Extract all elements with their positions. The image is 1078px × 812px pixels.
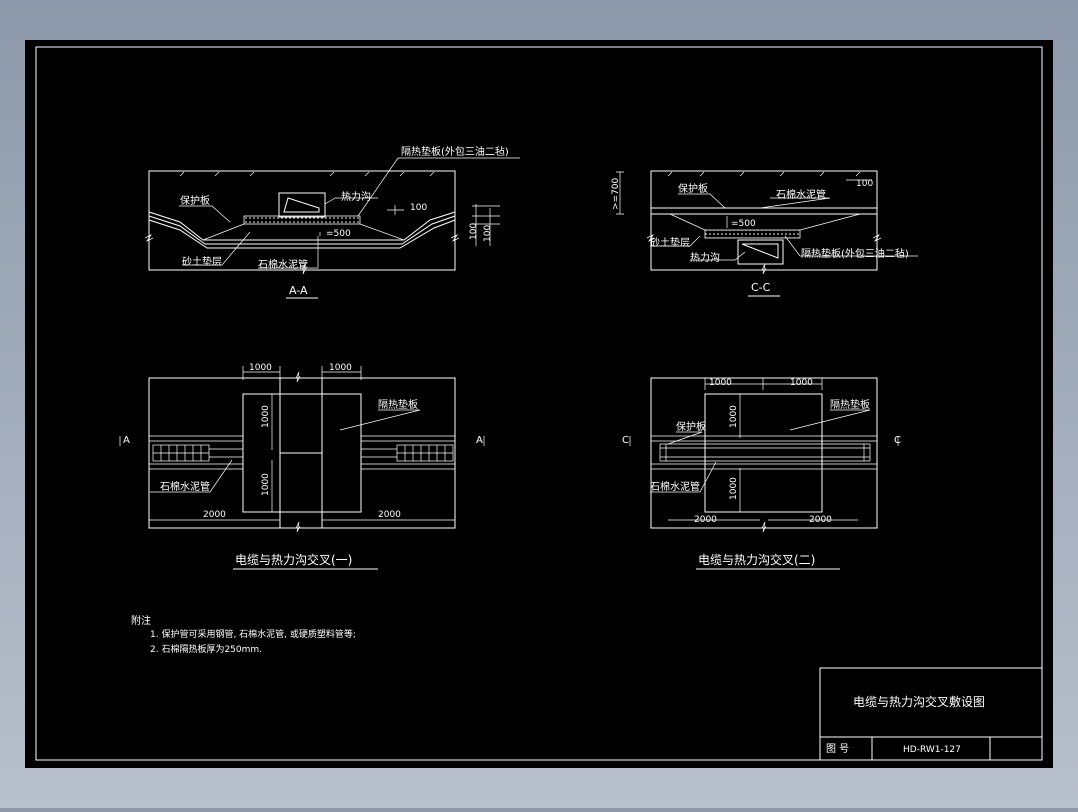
plan-one-dim-top-left: 1000	[249, 363, 272, 373]
notes-line-1: 1. 保护管可采用钢管, 石棉水泥管, 或硬质塑料管等;	[150, 628, 356, 640]
title-cc: C-C	[751, 281, 771, 294]
section-cc: >=700 保护板 石棉水泥管 100 =500 砂土垫层 热力沟 隔热垫板(外…	[611, 170, 918, 297]
dim-100-v2-aa: 100	[483, 225, 493, 242]
title-block-title: 电缆与热力沟交叉敷设图	[853, 694, 985, 709]
insulation-board-aa	[243, 215, 361, 225]
label-protect-board-cc: 保护板	[678, 182, 708, 195]
dim-100-aa: 100	[410, 203, 427, 213]
heat-trench-cc	[737, 239, 784, 265]
label-heat-trench-aa: 热力沟	[341, 190, 371, 203]
label-insulation-aa: 隔热垫板(外包三油二毡)	[401, 145, 509, 158]
plan-two-dim-v-upper: 1000	[729, 405, 739, 428]
dim-500-aa: =500	[326, 229, 351, 239]
label-pipe-cc: 石棉水泥管	[776, 188, 826, 201]
label-heat-trench-cc: 热力沟	[690, 251, 720, 264]
plan-one-label-insulation: 隔热垫板	[378, 398, 418, 411]
title-aa: A-A	[289, 284, 308, 297]
plan-one-insulation	[242, 393, 362, 513]
plan-two: C C 1000 1000 1000 1000 隔热垫板 保护板 石棉水泥管 2…	[622, 377, 901, 570]
label-sand-aa: 砂土垫层	[182, 255, 222, 268]
plan-one-label-pipe: 石棉水泥管	[160, 480, 210, 493]
label-pipe-aa: 石棉水泥管	[258, 258, 308, 271]
drawing-paper	[25, 40, 1053, 768]
notes-line-2: 2. 石棉隔热板厚为250mm.	[150, 643, 262, 655]
plan-two-caption: 电缆与热力沟交叉(二)	[698, 552, 815, 567]
plan-two-label-protect: 保护板	[676, 420, 706, 433]
plan-one: A A 1000 1000 1000 1000 隔热垫板 石棉水泥管 2000 …	[119, 363, 485, 570]
plan-one-dim-bottom-left: 2000	[203, 510, 226, 520]
title-block-drawing-no: HD-RW1-127	[903, 745, 961, 755]
plan-two-mark-left: C	[622, 435, 629, 446]
plan-one-dim-v-lower: 1000	[261, 473, 271, 496]
plan-two-dim-top-left: 1000	[709, 378, 732, 388]
section-aa: 隔热垫板(外包三油二毡) 热力沟 保护板 砂土垫层 石棉水泥管 100 =500…	[144, 145, 520, 299]
title-block-label-no: 图 号	[826, 743, 849, 755]
plan-two-label-pipe: 石棉水泥管	[650, 480, 700, 493]
label-insulation-cc: 隔热垫板(外包三油二毡)	[801, 247, 909, 260]
plan-one-dim-v-upper: 1000	[261, 405, 271, 428]
plan-one-mark-left: A	[123, 435, 130, 446]
title-block: 电缆与热力沟交叉敷设图 图 号 HD-RW1-127	[819, 667, 1043, 761]
plan-one-protect-left	[152, 444, 210, 462]
plan-one-protect-right	[396, 444, 454, 462]
notes-heading: 附注	[131, 614, 151, 627]
plan-two-dim-v-lower: 1000	[729, 477, 739, 500]
plan-two-dim-bottom-right: 2000	[809, 515, 832, 525]
plan-two-insulation	[704, 393, 823, 513]
plan-one-dim-top-right: 1000	[329, 363, 352, 373]
plan-one-outline	[148, 377, 456, 529]
dim-100-cc: 100	[856, 179, 873, 189]
drawing-frame	[35, 46, 1043, 761]
plan-one-mark-right: A	[476, 435, 483, 446]
plan-two-dim-bottom-left: 2000	[694, 515, 717, 525]
plan-two-cable	[660, 443, 870, 462]
plan-two-mark-right: C	[894, 435, 901, 446]
dim-100-v1-aa: 100	[469, 223, 479, 240]
plan-one-dim-bottom-right: 2000	[378, 510, 401, 520]
dim-500-cc: =500	[731, 219, 756, 229]
plan-two-dim-top-right: 1000	[790, 378, 813, 388]
notes: 附注 1. 保护管可采用钢管, 石棉水泥管, 或硬质塑料管等; 2. 石棉隔热板…	[131, 614, 356, 655]
dim-700-cc: >=700	[611, 177, 621, 210]
label-sand-cc: 砂土垫层	[650, 236, 690, 249]
insulation-board-cc	[704, 229, 801, 239]
plan-one-caption: 电缆与热力沟交叉(一)	[235, 552, 352, 567]
label-protect-board-aa: 保护板	[180, 194, 210, 207]
plan-two-label-insulation: 隔热垫板	[830, 398, 870, 411]
